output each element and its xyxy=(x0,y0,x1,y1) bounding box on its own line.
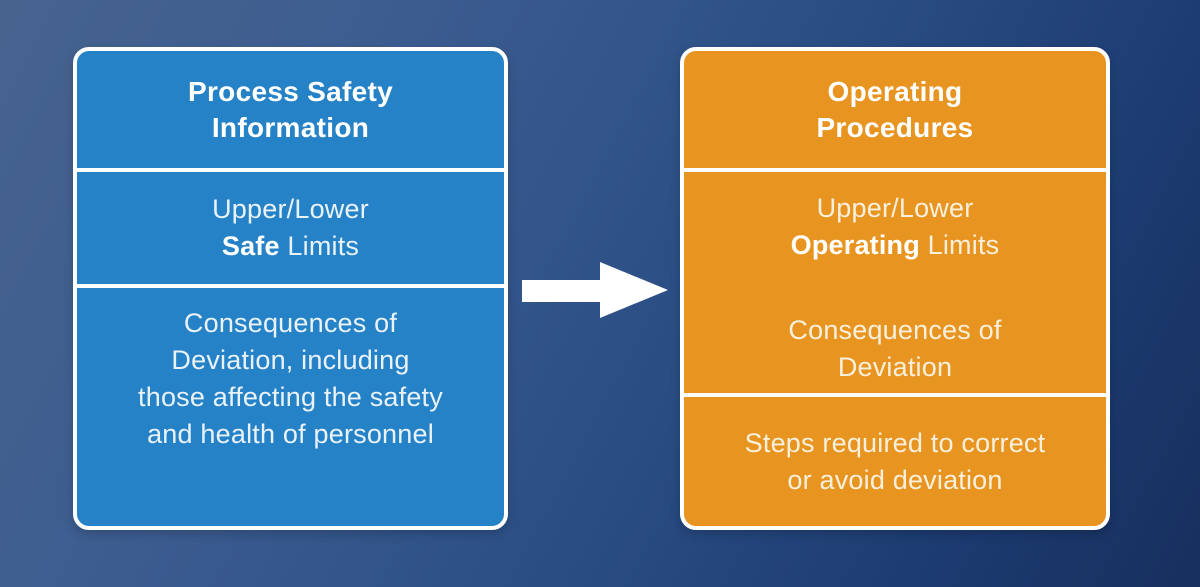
safe-limits-line1: Upper/Lower xyxy=(212,194,369,224)
process-safety-information-box: Process Safety Information Upper/Lower S… xyxy=(73,47,508,530)
left-box-title-line1: Process Safety xyxy=(188,75,393,107)
left-box-safe-limits-section: Upper/Lower Safe Limits xyxy=(77,168,504,284)
left-consequences-line1: Consequences of xyxy=(183,308,398,338)
right-consequences-block: Consequences of Deviation xyxy=(684,312,1106,386)
left-consequences-line2: Deviation, including xyxy=(171,345,410,375)
left-box-title-line2: Information xyxy=(211,111,370,143)
left-box-consequences-section: Consequences of Deviation, including tho… xyxy=(77,284,504,526)
operating-limits-bold-word: Operating xyxy=(790,230,920,260)
right-box-title-line1: Operating xyxy=(827,75,963,107)
steps-line2: or avoid deviation xyxy=(787,464,1003,495)
right-consequences-line2: Deviation xyxy=(837,352,953,382)
right-box-steps-section: Steps required to correct or avoid devia… xyxy=(684,393,1106,526)
left-consequences-line4: and health of personnel xyxy=(147,419,434,449)
right-arrow-shape xyxy=(522,262,668,318)
right-box-title-line2: Procedures xyxy=(816,111,974,143)
left-consequences-line3: those affecting the safety xyxy=(138,382,443,412)
right-consequences-line1: Consequences of xyxy=(788,315,1002,345)
right-box-header: Operating Procedures xyxy=(684,51,1106,168)
operating-limits-line2: Operating Limits xyxy=(684,227,1106,264)
right-box-limits-and-consequences-section: Upper/Lower Operating Limits Consequence… xyxy=(684,168,1106,393)
operating-limits-rest: Limits xyxy=(927,230,1000,260)
left-box-header: Process Safety Information xyxy=(77,51,504,168)
safe-limits-rest: Limits xyxy=(287,231,360,261)
right-arrow-svg xyxy=(522,262,668,318)
operating-procedures-box: Operating Procedures Upper/Lower Operati… xyxy=(680,47,1110,530)
steps-line1: Steps required to correct xyxy=(744,427,1046,458)
operating-limits-line1: Upper/Lower xyxy=(816,193,974,223)
right-arrow-icon xyxy=(522,262,668,318)
safe-limits-line2: Safe Limits xyxy=(77,228,504,265)
safe-limits-bold-word: Safe xyxy=(221,231,280,261)
